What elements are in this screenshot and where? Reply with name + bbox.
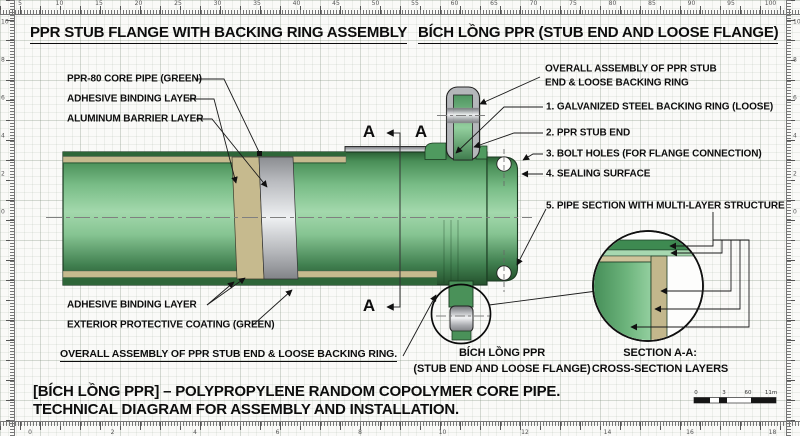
leader-lines bbox=[188, 76, 750, 357]
loose-ring-bottom-segment bbox=[448, 280, 474, 341]
adhesive-layer-top-strip bbox=[62, 156, 347, 163]
leader-adhesive-top bbox=[188, 98, 238, 184]
footer-line2: TECHNICAL DIAGRAM FOR ASSEMBLY AND INSTA… bbox=[33, 401, 459, 418]
section-aa-view bbox=[592, 230, 704, 342]
leader-exterior bbox=[252, 289, 293, 326]
callout-exterior: EXTERIOR PROTECTIVE COATING (GREEN) bbox=[67, 319, 275, 331]
callout-overall-top-line2: END & LOOSE BACKING RING bbox=[545, 77, 689, 89]
caption-section-line1: SECTION A-A: bbox=[623, 347, 697, 359]
callout-adhesive-bottom: ADHESIVE BINDING LAYER bbox=[67, 299, 197, 311]
bolt-hole-bottom bbox=[496, 265, 512, 281]
leader-item1 bbox=[455, 106, 543, 154]
exterior-coating-bottom bbox=[63, 277, 437, 285]
bolt-hole-top bbox=[496, 156, 512, 172]
callout-overall-bottom: OVERALL ASSEMBLY OF PPR STUB END & LOOSE… bbox=[60, 348, 398, 362]
exterior-coating-top bbox=[63, 152, 346, 157]
section-layer-tan bbox=[650, 255, 668, 340]
scalebar-label-1: 3 bbox=[722, 390, 726, 396]
callout-item3: 3. BOLT HOLES (FOR FLANGE CONNECTION) bbox=[546, 148, 762, 160]
flange-plate bbox=[486, 156, 519, 282]
leader-adhesive-bottom-1 bbox=[206, 281, 235, 306]
section-layer-core bbox=[594, 261, 652, 340]
callout-item2: 2. PPR STUB END bbox=[546, 127, 631, 139]
caption-detail-line1: BÍCH LỒNG PPR bbox=[458, 347, 546, 359]
leader-item5-flange bbox=[516, 208, 547, 266]
title-right: BÍCH LỒNG PPR (STUB END AND LOOSE FLANGE… bbox=[418, 24, 779, 44]
leader-overall-top bbox=[479, 76, 541, 105]
backing-ring bbox=[445, 86, 481, 161]
scalebar-label-2: 60 bbox=[744, 390, 752, 396]
detail-link-line bbox=[488, 290, 598, 306]
callout-item4: 4. SEALING SURFACE bbox=[546, 168, 651, 180]
callout-aluminum: ALUMINUM BARRIER LAYER bbox=[67, 113, 204, 125]
stub-end-flare-left bbox=[424, 142, 447, 160]
footer-line1: [BÍCH LỒNG PPR] – POLYPROPYLENE RANDOM C… bbox=[33, 383, 561, 400]
callout-core-pipe: PPR-80 CORE PIPE (GREEN) bbox=[67, 73, 202, 85]
scalebar-label-3: 11m bbox=[764, 390, 778, 396]
callout-adhesive-top: ADHESIVE BINDING LAYER bbox=[67, 93, 197, 105]
scalebar-label-0: 0 bbox=[694, 390, 698, 396]
detail-circle bbox=[430, 283, 492, 345]
leader-item3 bbox=[522, 153, 543, 161]
leader-adhesive-bottom-2 bbox=[206, 277, 246, 306]
caption-detail-line2: (STUB END AND LOOSE FLANGE) bbox=[413, 363, 591, 375]
scale-bar bbox=[693, 397, 777, 404]
leader-core-pipe bbox=[196, 78, 261, 155]
callout-item5: 5. PIPE SECTION WITH MULTI-LAYER STRUCTU… bbox=[546, 200, 785, 212]
caption-section-line2: CROSS-SECTION LAYERS bbox=[591, 363, 729, 375]
callout-overall-top-line1: OVERALL ASSEMBLY OF PPR STUB bbox=[545, 63, 717, 75]
leader-item2 bbox=[473, 132, 543, 149]
leader-overall-bottom bbox=[402, 294, 437, 357]
section-marker-a-bottom: A bbox=[362, 296, 376, 315]
section-cut-line bbox=[386, 129, 401, 311]
callout-item1: 1. GALVANIZED STEEL BACKING RING (LOOSE) bbox=[546, 101, 774, 113]
title-left: PPR STUB FLANGE WITH BACKING RING ASSEMB… bbox=[30, 24, 407, 44]
leader-aluminum bbox=[196, 118, 268, 188]
section-marker-a-top-right: A bbox=[414, 122, 428, 141]
section-marker-a-top-left: A bbox=[362, 122, 376, 141]
centerlines bbox=[46, 115, 532, 317]
